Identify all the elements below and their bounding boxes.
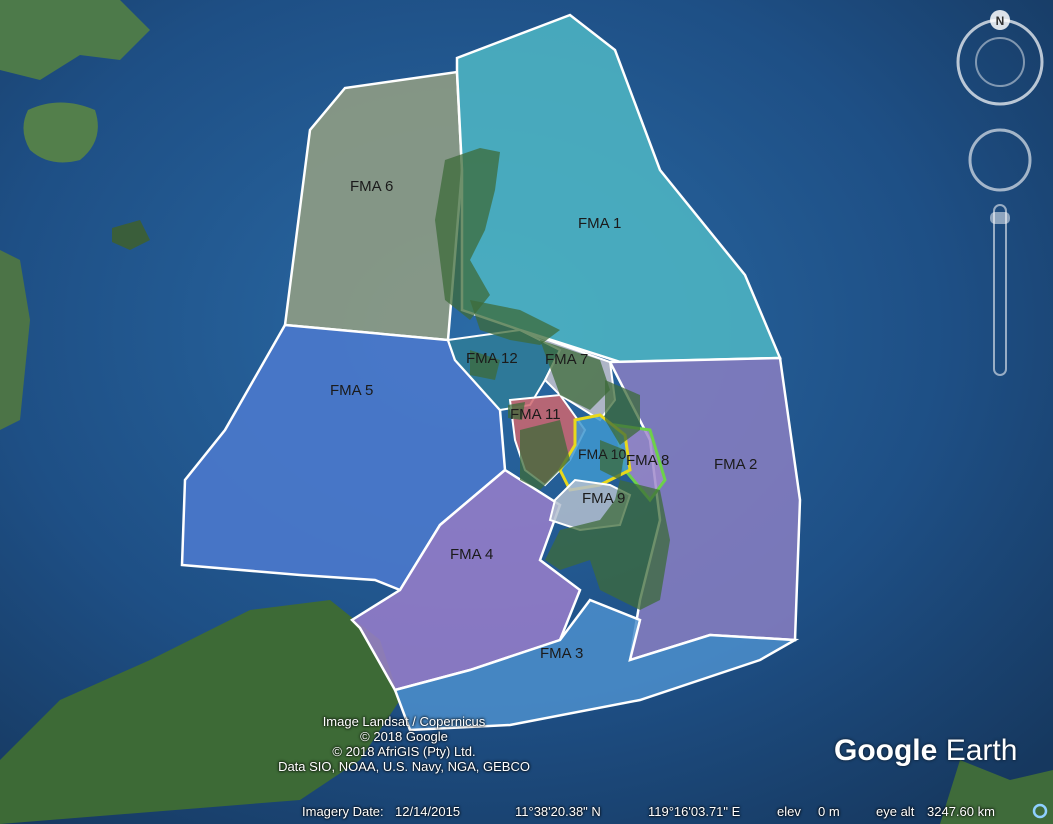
zoom-slider-track[interactable] — [993, 204, 1007, 376]
google-earth-logo: Google Earth — [834, 734, 1017, 768]
land-borneo — [0, 600, 400, 824]
label-fma1: FMA 1 — [578, 215, 622, 232]
attribution-line: © 2018 AfriGIS (Pty) Ltd. — [332, 744, 476, 759]
status-bar: Imagery Date: 12/14/2015 11°38'20.38" N … — [0, 798, 1053, 824]
longitude-readout: 119°16'03.71" E — [648, 804, 741, 819]
land-corner-se — [940, 760, 1053, 824]
latitude-readout: 11°38'20.38" N — [515, 804, 601, 819]
imagery-attribution: Image Landsat / Copernicus © 2018 Google… — [244, 714, 564, 774]
compass-north-label: N — [996, 14, 1005, 28]
loading-indicator-icon — [1032, 803, 1048, 819]
brand-earth: Earth — [945, 734, 1018, 767]
land-philippines — [435, 148, 670, 610]
attribution-line: © 2018 Google — [360, 729, 448, 744]
land-mainland-asia — [0, 0, 150, 80]
label-fma12: FMA 12 — [466, 350, 518, 367]
land-hainan — [23, 102, 98, 163]
label-fma4: FMA 4 — [450, 546, 494, 563]
label-fma8: FMA 8 — [626, 452, 670, 469]
navigation-control[interactable]: N — [956, 10, 1044, 376]
eye-altitude-value: 3247.60 km — [927, 804, 995, 819]
label-fma5: FMA 5 — [330, 382, 374, 399]
zone-fma3[interactable] — [393, 598, 800, 732]
compass-inner-ring — [975, 37, 1025, 87]
attribution-line: Data SIO, NOAA, U.S. Navy, NGA, GEBCO — [278, 759, 530, 774]
compass-north-marker[interactable] — [990, 10, 1010, 30]
eye-altitude-label: eye alt — [876, 804, 915, 819]
label-fma7: FMA 7 — [545, 351, 589, 368]
label-fma11: FMA 11 — [510, 406, 561, 423]
imagery-date-label: Imagery Date: — [302, 804, 384, 819]
imagery-date-value: 12/14/2015 — [395, 804, 461, 819]
label-fma2: FMA 2 — [714, 456, 758, 473]
brand-google: Google — [834, 734, 938, 767]
elevation-label: elev — [777, 804, 801, 819]
attribution-line: Image Landsat / Copernicus — [322, 714, 486, 729]
land-paracel — [112, 220, 150, 250]
zoom-slider-handle[interactable] — [990, 212, 1010, 224]
label-fma3: FMA 3 — [540, 645, 584, 662]
label-fma6: FMA 6 — [350, 178, 394, 195]
look-joystick-icon[interactable] — [968, 128, 1032, 192]
label-fma9: FMA 9 — [582, 490, 626, 507]
label-fma10: FMA 10 — [578, 446, 627, 462]
land-vietnam-coast — [0, 250, 30, 430]
elevation-value: 0 m — [818, 804, 840, 819]
